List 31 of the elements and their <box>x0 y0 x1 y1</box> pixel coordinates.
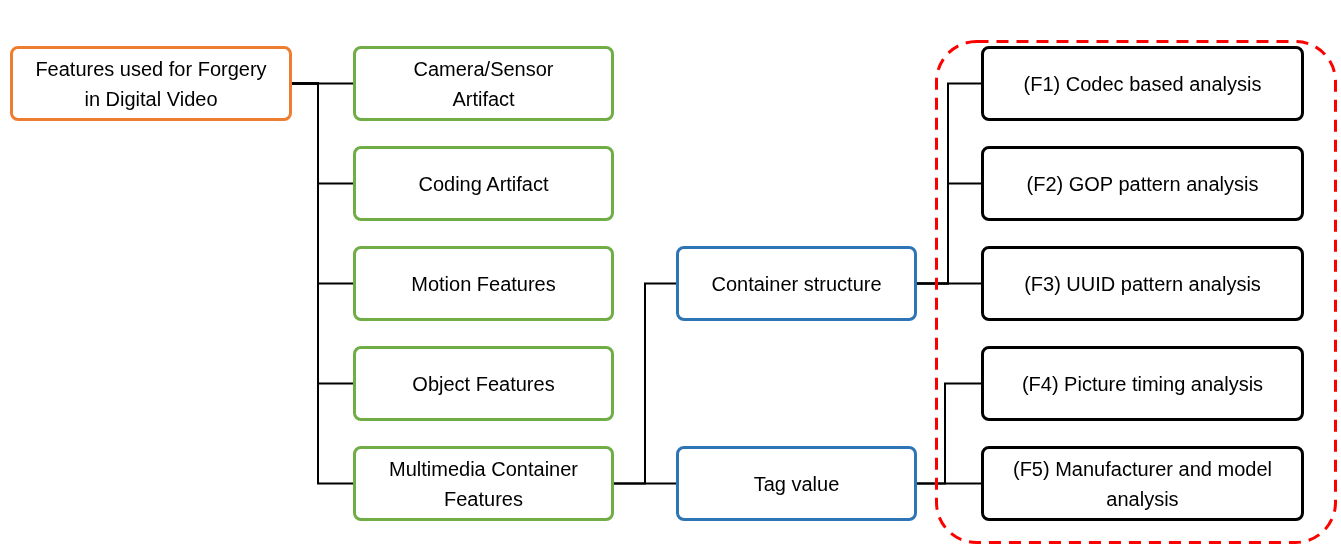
category-box <box>676 246 917 321</box>
category-box <box>353 246 614 321</box>
box-label: Camera/Sensor Artifact <box>412 56 555 112</box>
connector-line <box>916 482 982 485</box>
box-label: Container structure <box>711 271 882 297</box>
box-label: Object Features <box>412 371 555 397</box>
category-box <box>353 446 614 521</box>
box-label: Coding Artifact <box>418 171 549 197</box>
box-label: (F4) Picture timing analysis <box>1021 371 1264 397</box>
connector-line <box>291 82 354 485</box>
connector-line <box>613 482 677 485</box>
box-label: (F3) UUID pattern analysis <box>1024 271 1261 297</box>
category-box <box>981 346 1304 421</box>
box-label: Multimedia Container Features <box>388 456 579 512</box>
category-box <box>981 146 1304 221</box>
category-box <box>353 46 614 121</box>
category-box <box>676 446 917 521</box>
dashed-group-outline <box>935 40 1337 544</box>
box-label: (F5) Manufacturer and model analysis <box>1012 456 1273 512</box>
category-box <box>353 346 614 421</box>
category-box <box>981 246 1304 321</box>
category-box <box>981 46 1304 121</box>
connector-line <box>916 282 982 285</box>
box-label: (F1) Codec based analysis <box>1023 71 1262 97</box>
box-label: (F2) GOP pattern analysis <box>1026 171 1259 197</box>
category-box <box>353 146 614 221</box>
box-label: Motion Features <box>411 271 556 297</box>
category-box <box>981 446 1304 521</box>
category-box <box>10 46 292 121</box>
box-label: Features used for Forgery in Digital Video <box>34 56 268 112</box>
box-label: Tag value <box>753 471 840 497</box>
